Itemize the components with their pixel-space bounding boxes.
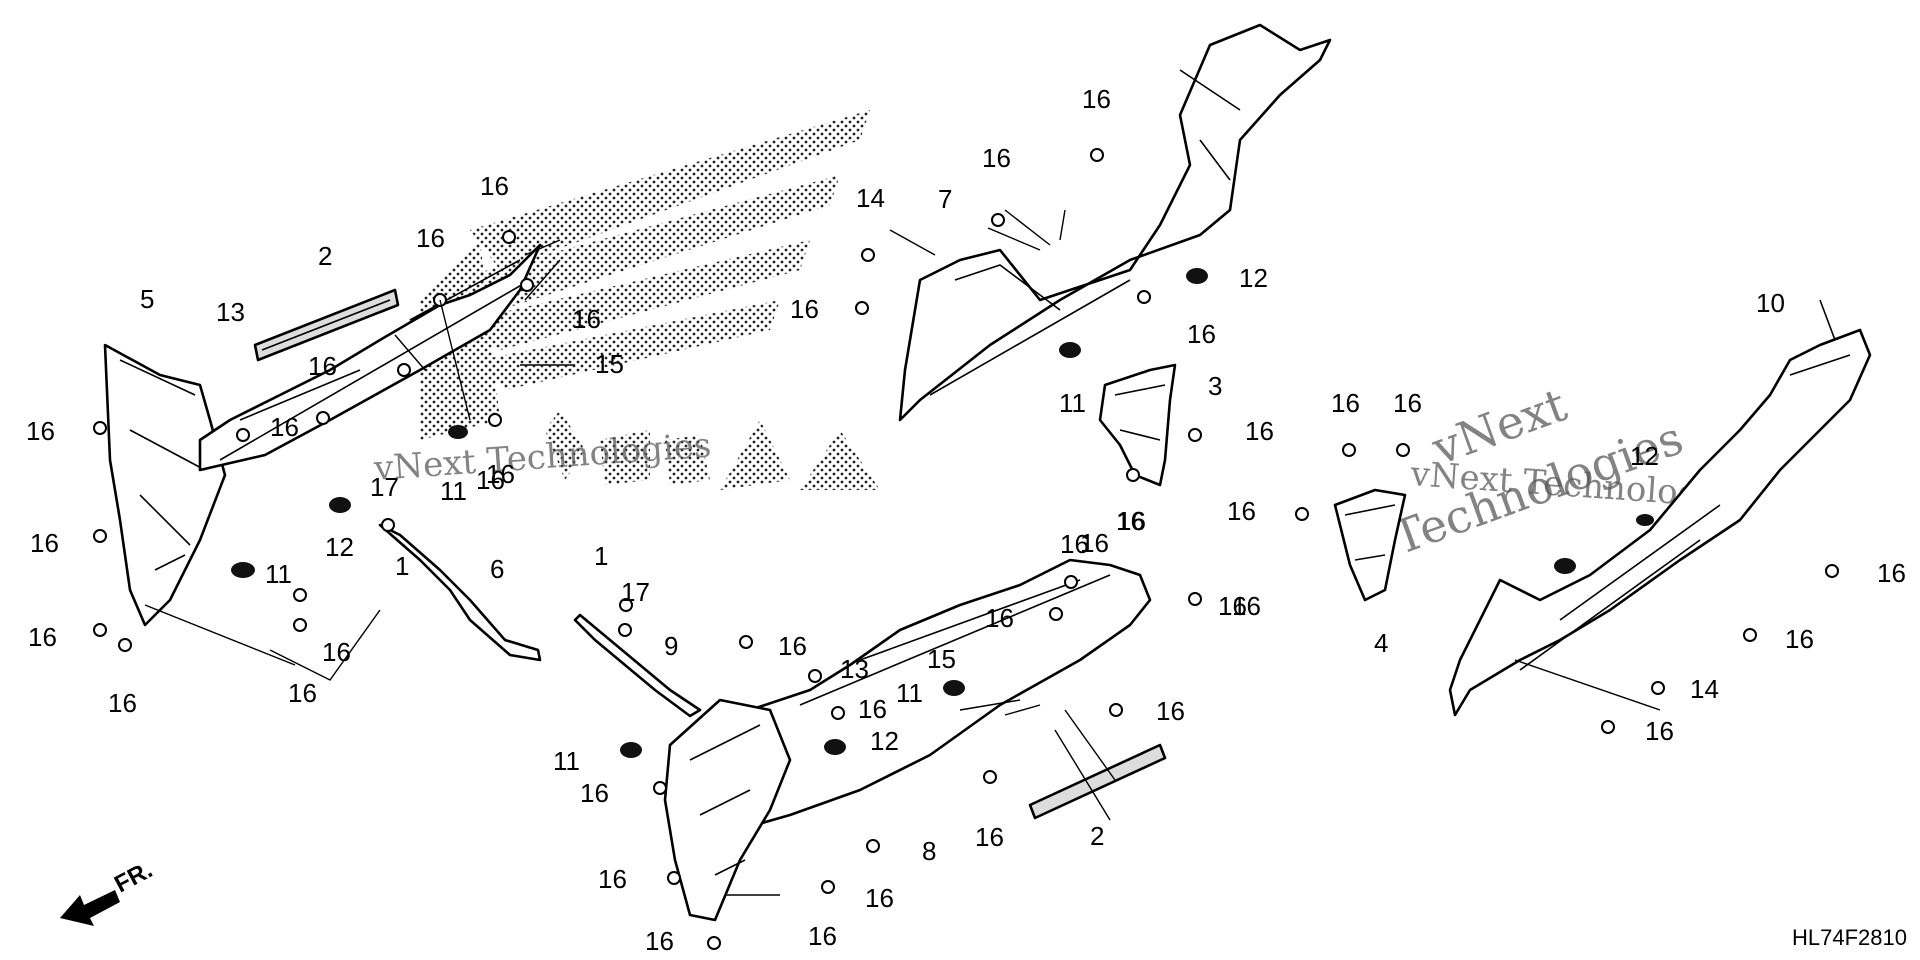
callout-label: 16 [1218,591,1247,621]
part-7-top-frame [898,23,1332,422]
callout-label: 16 [1117,506,1146,536]
callout-label: 16 [486,459,515,489]
callout-label: 16 [1877,558,1906,588]
callout-label: 17 [621,577,650,607]
callout-label: 16 [1245,416,1274,446]
callout-label: 2 [318,241,332,271]
callout-label: 15 [595,349,624,379]
callout-label: 16 [790,294,819,324]
callout-label: 16 [1060,529,1089,559]
callout-label: 16 [108,688,137,718]
callout-label: 9 [664,631,678,661]
callout-label: 16 [865,883,894,913]
front-direction-indicator: FR. [60,856,157,926]
callout-label: 13 [840,654,869,684]
callout-label: 4 [1374,628,1388,658]
part-3-bracket [1098,363,1177,487]
callout-label: 16 [288,678,317,708]
callout-labels: 1 1 2 2 3 4 5 6 7 8 9 10 11 11 11 11 11 … [26,84,1906,956]
part-5-front-side-panel [103,343,227,627]
fastener-clips [93,148,1839,950]
callout-label: 16 [808,921,837,951]
callout-label: 5 [140,284,154,314]
leader-lines [144,209,1661,896]
callout-label: 16 [985,603,1014,633]
callout-label: 14 [856,183,885,213]
part-2-emblem-left [253,288,400,362]
callout-label: 16 [645,926,674,956]
callout-label: 16 [270,412,299,442]
callout-label: 16 [975,822,1004,852]
part-4-bracket [1333,488,1407,602]
callout-label: 16 [1232,591,1261,621]
callout-label: 11 [553,746,580,776]
callout-label: 16 [580,778,609,808]
callout-label: 15 [927,644,956,674]
callout-label: 16 [1227,496,1256,526]
callout-label: 12 [1239,263,1268,293]
callout-label: 11 [265,559,292,589]
callout-label: 16 [480,171,509,201]
callout-label: 16 [572,304,601,334]
callout-label: 1 [594,541,608,571]
callout-label: 16 [1645,716,1674,746]
callout-label: 3 [1208,371,1222,401]
callout-label: 6 [490,554,504,584]
part-10-right-side-panel [1448,299,1872,717]
front-arrow-icon [60,890,120,926]
callout-label: 16 [1785,624,1814,654]
callout-label: 12 [325,532,354,562]
part-9-strip [573,613,702,718]
callout-label: 17 [370,472,399,502]
callout-label: 16 [476,465,505,495]
diagram-code: HL74F2810 [1792,925,1907,950]
callout-label: 16 [982,143,1011,173]
callout-label: 2 [1090,821,1104,851]
front-label: FR. [110,856,157,898]
callout-label: 16 [1156,696,1185,726]
callout-label: 8 [922,836,936,866]
callout-label: 16 [1080,528,1109,558]
wing-logo-watermark [420,110,880,490]
callout-label: 12 [870,726,899,756]
callout-label: 1 [395,551,409,581]
callout-label: 16 [26,416,55,446]
callout-label: 16 [778,631,807,661]
callout-label: 16 [1187,319,1216,349]
part-6-left-step-panel [198,243,542,662]
part-2-emblem-center [1028,743,1167,820]
callout-label: 16 [416,223,445,253]
callout-label: 7 [938,184,952,214]
grommets [231,268,1654,758]
callout-label: 16 [1331,388,1360,418]
part-8-center-step [663,558,1152,922]
callout-label: 14 [1690,674,1719,704]
callout-label: 12 [1630,441,1659,471]
callout-label: 16 [1393,388,1422,418]
callout-label: 11 [896,678,923,708]
callout-label: 11 [1059,388,1086,418]
callout-label: 10 [1756,288,1785,318]
callout-label: 16 [322,637,351,667]
callout-label: 13 [216,297,245,327]
callout-label: 16 [30,528,59,558]
callout-label: 16 [1116,506,1145,536]
callout-label: 11 [440,476,467,506]
callout-label: 16 [28,622,57,652]
callout-label: 16 [598,864,627,894]
callout-label: 16 [308,351,337,381]
callout-label: 16 [858,694,887,724]
callout-label: 16 [1082,84,1111,114]
